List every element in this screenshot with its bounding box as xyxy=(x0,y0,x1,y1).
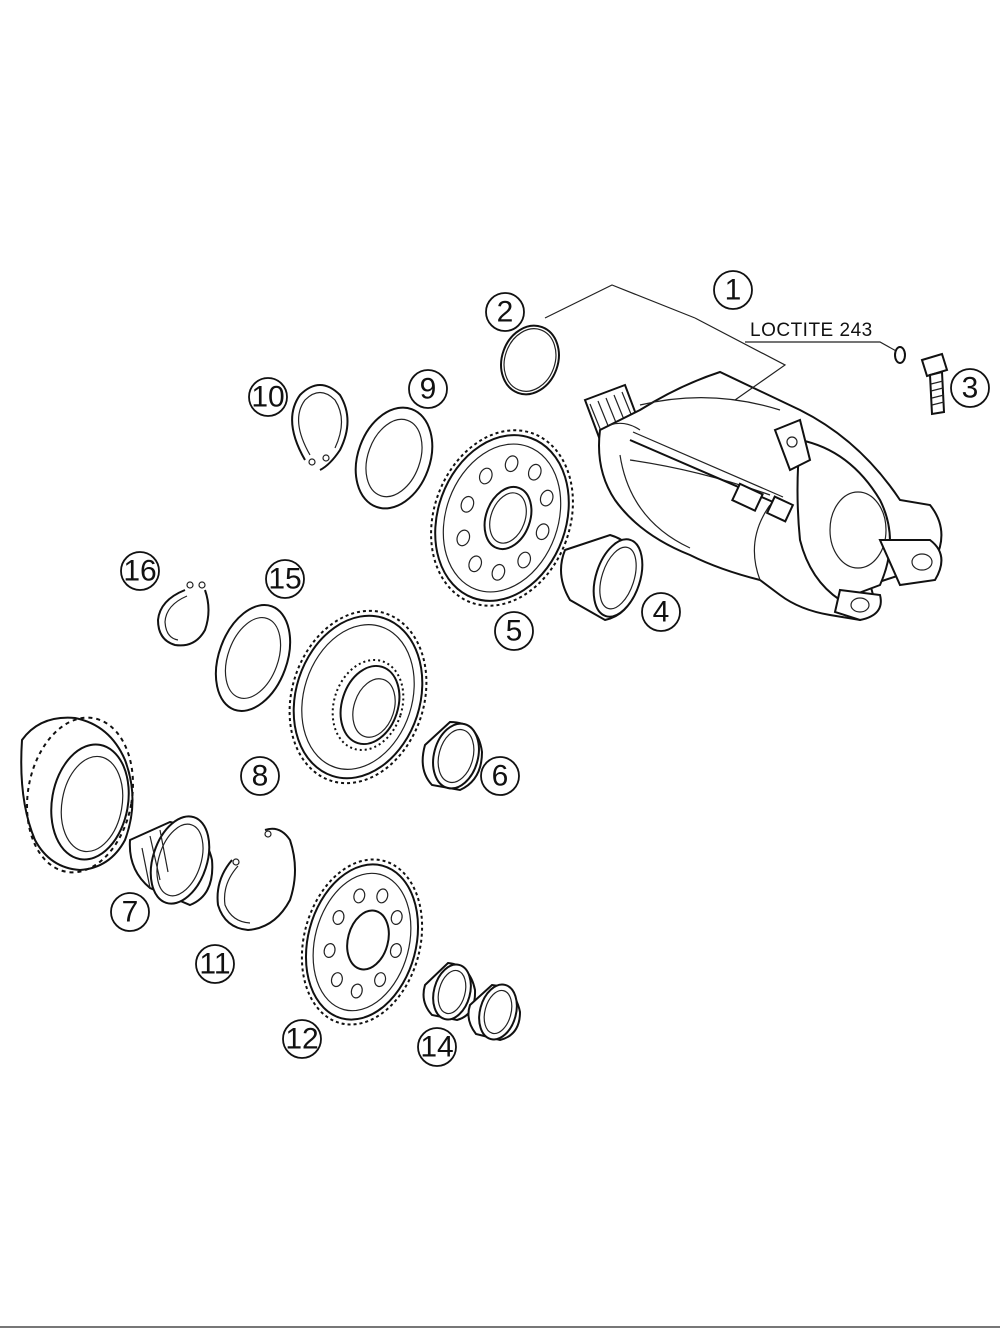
gear-hole xyxy=(539,489,554,507)
svg-text:3: 3 xyxy=(962,372,979,405)
gear-hole xyxy=(491,563,506,581)
gear-part-12 xyxy=(300,858,424,1026)
svg-text:4: 4 xyxy=(653,596,670,629)
gear-hole xyxy=(350,983,363,999)
circlip-part-16 xyxy=(156,581,210,647)
gear-hole xyxy=(353,888,366,904)
gear-hole xyxy=(527,463,542,481)
callout-5: 5 xyxy=(494,611,534,651)
loctite-leader-line xyxy=(745,341,899,353)
washer-part-9 xyxy=(354,406,434,510)
svg-text:12: 12 xyxy=(285,1023,318,1056)
washer-part-15 xyxy=(214,604,292,712)
gear-hole xyxy=(535,523,550,541)
svg-text:2: 2 xyxy=(497,296,514,329)
gear-hole xyxy=(323,943,336,958)
gear-hole xyxy=(468,555,483,573)
callout-10: 10 xyxy=(248,377,288,417)
gear-hole xyxy=(376,888,389,904)
svg-text:5: 5 xyxy=(506,615,523,648)
bottom-rule xyxy=(0,1326,1000,1328)
gear-hole xyxy=(390,910,403,925)
circlip-part-10 xyxy=(291,384,349,471)
callout-8: 8 xyxy=(240,756,280,796)
svg-text:8: 8 xyxy=(252,760,269,793)
loctite-note: LOCTITE 243 xyxy=(750,320,873,341)
callout-11: 11 xyxy=(195,944,235,984)
callout-14: 14 xyxy=(417,1027,457,1067)
gear-hole xyxy=(332,910,345,925)
gear-hole xyxy=(389,943,402,958)
svg-text:7: 7 xyxy=(122,896,139,929)
callout-3: 3 xyxy=(950,368,990,408)
callout-2: 2 xyxy=(485,292,525,332)
needle-bearings-part-14 xyxy=(422,961,522,1042)
gear-hole xyxy=(460,495,475,513)
freewheel-part-7 xyxy=(128,815,214,907)
callout-16: 16 xyxy=(120,551,160,591)
leader-line-1b xyxy=(694,317,787,401)
callout-15: 15 xyxy=(265,559,305,599)
svg-text:14: 14 xyxy=(420,1031,453,1064)
callout-4: 4 xyxy=(641,592,681,632)
callout-7: 7 xyxy=(110,892,150,932)
callout-12: 12 xyxy=(282,1019,322,1059)
callout-1: 1 xyxy=(713,270,753,310)
gear-hole xyxy=(330,972,343,988)
svg-text:11: 11 xyxy=(199,948,230,981)
needle-bearing-part-6 xyxy=(421,720,484,792)
helical-gear xyxy=(20,716,134,874)
gear-hole xyxy=(374,972,387,988)
gear-hole xyxy=(456,529,471,547)
gear-hole xyxy=(504,455,519,473)
gear-hole xyxy=(517,551,532,569)
callout-6: 6 xyxy=(480,756,520,796)
o-ring-part-2 xyxy=(500,324,560,396)
gear-part-5 xyxy=(430,429,574,607)
svg-text:6: 6 xyxy=(492,760,509,793)
callout-9: 9 xyxy=(408,369,448,409)
circlip-part-11 xyxy=(216,827,296,932)
svg-text:15: 15 xyxy=(268,563,301,596)
gear-part-8 xyxy=(288,609,428,785)
svg-text:1: 1 xyxy=(725,274,742,307)
svg-text:10: 10 xyxy=(251,381,284,414)
needle-bearing-part-4 xyxy=(560,533,644,622)
gear-hole xyxy=(478,467,493,485)
starter-motor-part-1 xyxy=(583,370,943,622)
bolt-part-3 xyxy=(894,346,949,416)
leader-line-1 xyxy=(544,284,696,319)
svg-text:9: 9 xyxy=(420,373,437,406)
svg-text:16: 16 xyxy=(123,555,156,588)
